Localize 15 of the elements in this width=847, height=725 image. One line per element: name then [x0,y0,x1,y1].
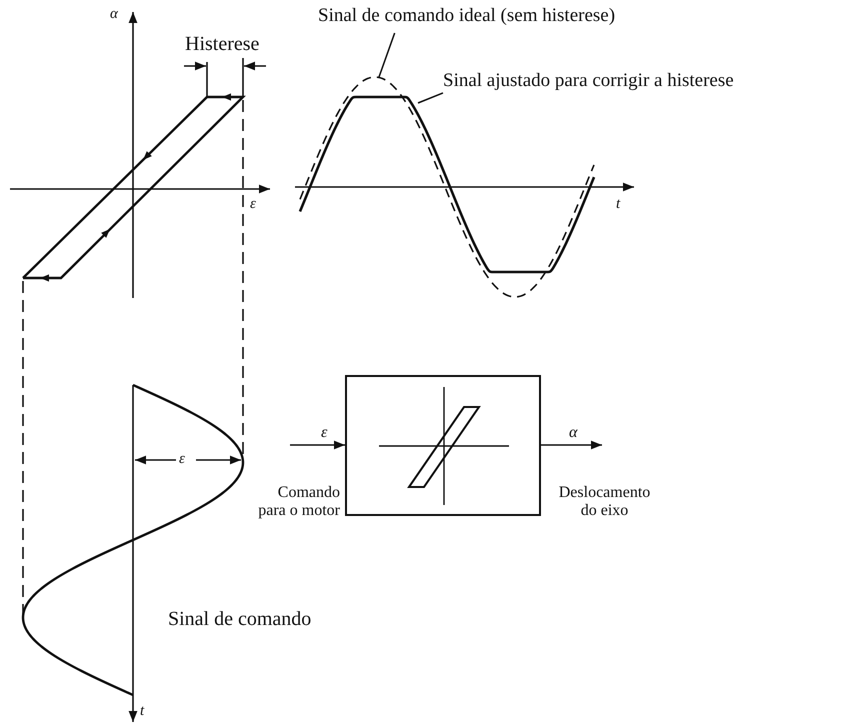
arrow [541,440,602,450]
callout-text: Sinal de comando ideal (sem histerese) [318,5,636,33]
axis-label: t [140,703,144,720]
leader-line [418,92,444,104]
input-caption: Comando para o motor [257,484,340,521]
axis-label: α [110,6,118,24]
axis-label: ε [250,196,256,214]
arrow [290,440,345,450]
callout-text: Sinal ajustado para corrigir a histerese [443,70,773,96]
transfer-block [345,375,541,516]
dimension-label: Histerese [185,33,260,56]
leader-line [378,32,396,78]
curve-caption: Sinal de comando [168,608,312,631]
axis-label: t [616,196,620,214]
output-caption: Deslocamento do eixo [558,484,652,521]
